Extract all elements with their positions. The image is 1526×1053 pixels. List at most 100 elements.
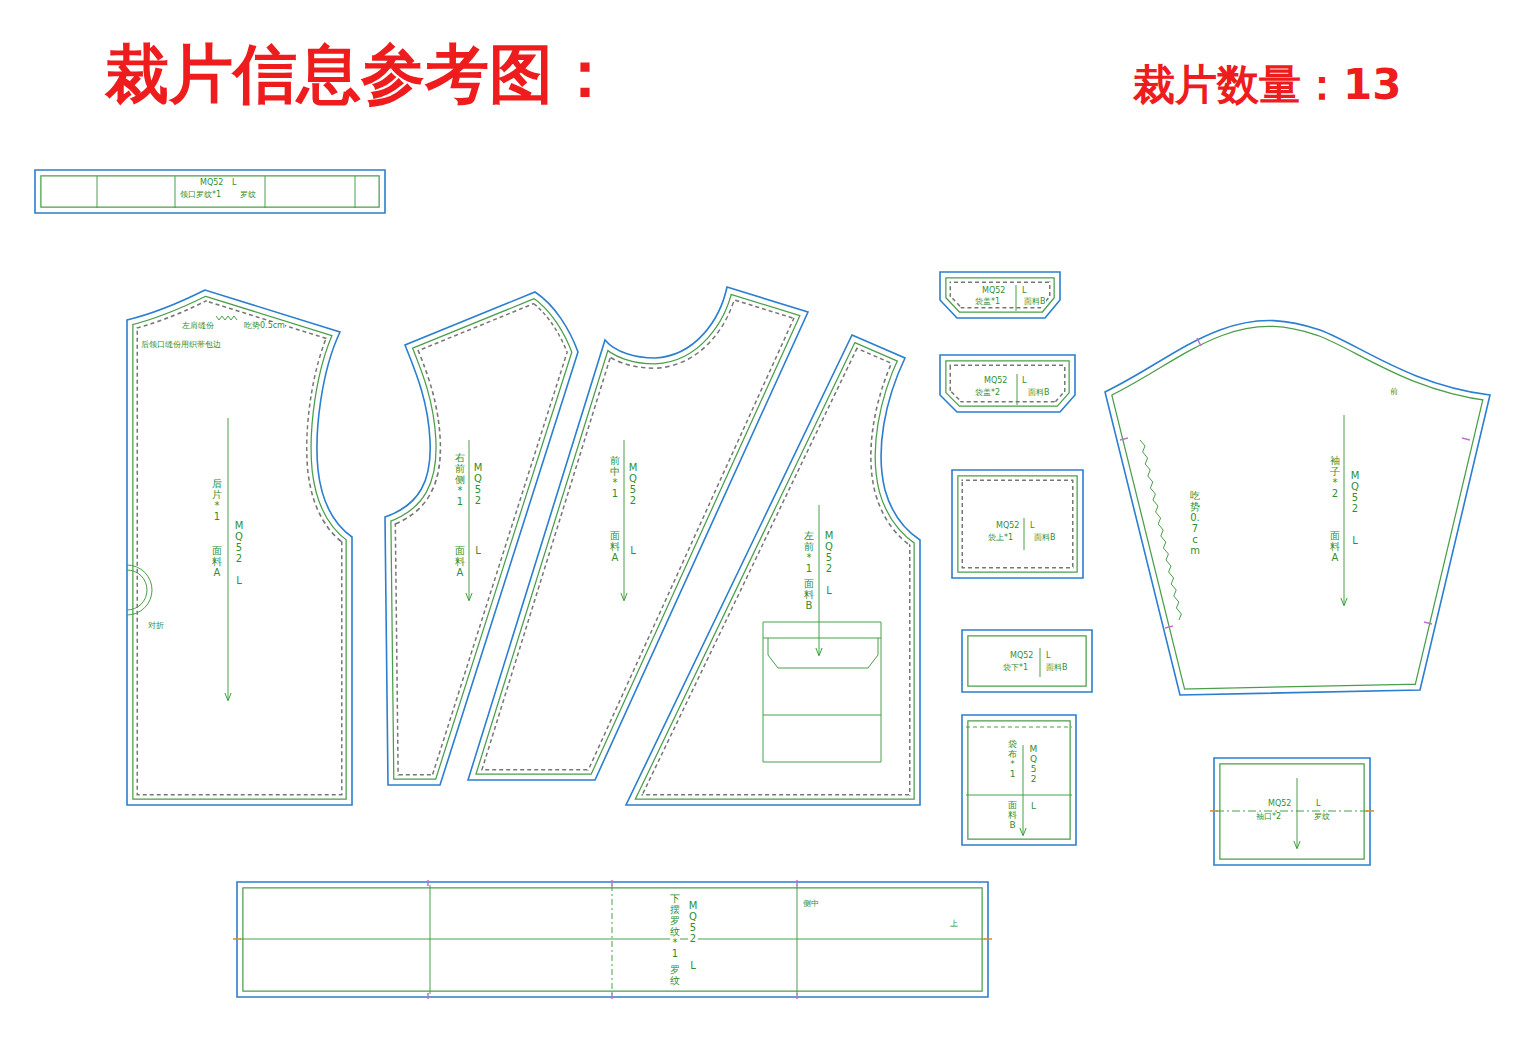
pattern-piece: MQ52 L 袋盖*1 面料B [940, 272, 1060, 318]
piece-label: MQ52 [1010, 652, 1033, 661]
net-line [940, 355, 1075, 412]
net-line [626, 335, 920, 805]
ease-zigzag [216, 316, 237, 320]
pattern-piece: 右前侧*1MQ52L面料A [385, 292, 578, 785]
piece-label: 面料B [1024, 298, 1046, 307]
notch [233, 811, 1374, 939]
grain-line [1040, 648, 1041, 677]
piece-label: L [1046, 652, 1050, 661]
gap [127, 290, 352, 805]
piece-label: 面料A [610, 530, 620, 563]
piece-label: 下摆罗纹*1 [670, 893, 680, 959]
piece-label: 吃势0.5cm [244, 322, 285, 331]
pattern-piece: MQ52 L 袖口*2 罗纹 [1214, 758, 1370, 865]
piece-label: 对折 [148, 622, 164, 631]
piece-label: 袋盖*2 [975, 389, 1000, 398]
piece-label: L [232, 179, 236, 188]
piece-outline [385, 292, 578, 785]
seam-lines [237, 882, 988, 997]
seam-lines [962, 630, 1092, 692]
piece-label: MQ52 [982, 287, 1005, 296]
piece-label: 面料A [1330, 530, 1340, 563]
piece-label: 前 [1390, 388, 1398, 397]
page-title: 裁片信息参考图： [105, 36, 617, 113]
seam-lines [35, 170, 385, 213]
stitch-line [626, 335, 920, 805]
piece-outline [626, 335, 920, 805]
piece-count: 裁片数量：13 [1133, 60, 1401, 110]
piece-label: L [1022, 377, 1026, 386]
piece-label: MQ52 [1268, 800, 1291, 809]
gap [962, 715, 1076, 845]
gap [1214, 758, 1370, 865]
piece-label: 侧中 [803, 900, 819, 909]
piece-label: 面料B [804, 578, 814, 611]
grain-line [1017, 374, 1018, 405]
net-line [962, 630, 1092, 692]
piece-label: 后片*1 [212, 478, 222, 522]
piece-label: L [1316, 800, 1320, 809]
gap [940, 355, 1075, 412]
pattern-piece: 前中*1MQ52L面料A [468, 287, 808, 780]
seam-lines [626, 335, 920, 805]
piece-label: 面料B [1008, 801, 1017, 831]
gap [962, 630, 1092, 692]
piece-label: 面料A [455, 545, 465, 578]
cut-line [940, 355, 1075, 412]
piece-outline [237, 882, 988, 997]
stitch-line [940, 272, 1060, 318]
stitch-line [127, 290, 352, 805]
net-line [1105, 321, 1490, 695]
piece-label: L [1022, 287, 1026, 296]
piece-label: 袖口*2 [1256, 813, 1281, 822]
piece-label: MQ52 [234, 520, 244, 564]
piece-label: 袋盖*1 [975, 298, 1000, 307]
grain-arrow [1344, 415, 1345, 605]
pattern-piece: MQ52 L 袋下*1 面料B [962, 630, 1092, 692]
piece-outline [962, 715, 1076, 845]
seam-lines [940, 355, 1075, 412]
piece-label: 后领口缝份用织带包边 [141, 341, 221, 350]
gap [237, 882, 988, 997]
piece-label: 袖子*2 [1330, 455, 1340, 499]
piece-label: 袋布*1 [1008, 740, 1017, 780]
piece-label: 袋下*1 [1003, 664, 1028, 673]
grain-arrow [1023, 745, 1024, 835]
piece-label: L [628, 545, 638, 556]
piece-label: 罗纹 [1314, 813, 1330, 822]
piece-label: 左前*1 [804, 530, 814, 574]
pattern-piece: 袖子*2MQ52L面料A前吃势0.7cm [1105, 315, 1490, 695]
gap [940, 272, 1060, 318]
pattern-piece: MQ52L袋盖*2面料B [940, 355, 1075, 412]
piece-label: MQ52 [824, 530, 834, 574]
gap [940, 272, 1060, 318]
band-mark [97, 176, 355, 208]
piece-label: 袋上*1 [988, 534, 1013, 543]
piece-label: L [1030, 522, 1034, 531]
seam-lines [1105, 321, 1490, 695]
piece-outline [940, 355, 1075, 412]
piece-label: 领口罗纹*1 [180, 191, 221, 200]
piece-label: 罗纹 [240, 191, 256, 200]
piece-label: MQ52 [473, 462, 483, 506]
net-line [962, 715, 1076, 845]
net-line [940, 272, 1060, 318]
piece-outline [1214, 758, 1370, 865]
piece-label: 面料B [1046, 664, 1068, 673]
fold-line [612, 885, 613, 994]
piece-label: MQ52 [996, 522, 1019, 531]
grain-arrow [469, 440, 470, 600]
grain-line [1024, 518, 1025, 550]
net-line [1214, 758, 1370, 865]
piece-label: MQ52 [628, 462, 638, 506]
cut-line [1214, 758, 1370, 865]
stitch-line [940, 355, 1075, 412]
piece-label: 吃势0.7cm [1190, 490, 1200, 556]
grain-arrow [1297, 778, 1298, 848]
cut-line [626, 335, 920, 805]
gap [626, 335, 920, 805]
stitch-line [966, 727, 1072, 728]
net-line [35, 170, 385, 213]
cut-line [127, 290, 352, 805]
